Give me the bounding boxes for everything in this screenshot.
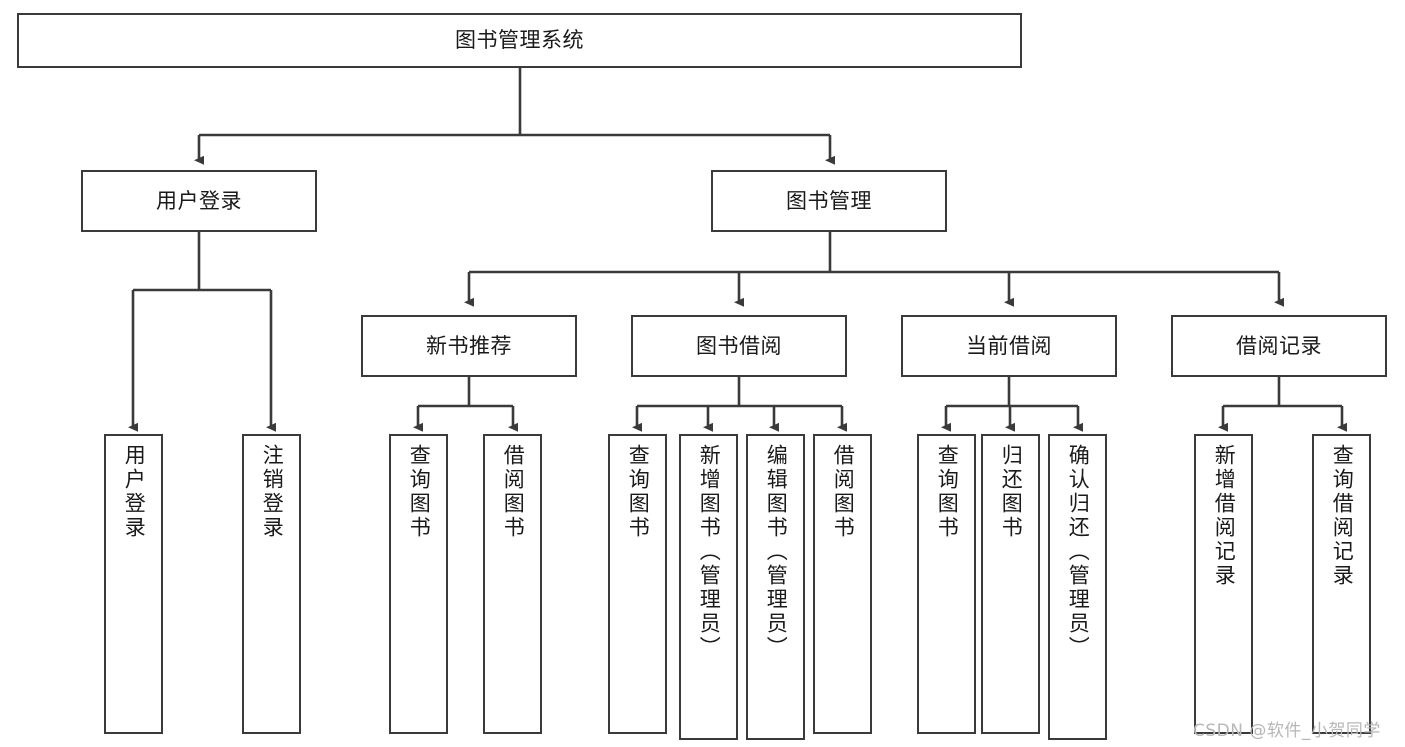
node-label: 借阅记录 (1236, 333, 1322, 358)
node-leaf-add-book-admin[interactable]: 新增图书（管理员） (679, 434, 738, 740)
node-leaf-borrow-book[interactable]: 借阅图书 (813, 434, 872, 734)
node-label: 编辑图书（管理员） (764, 444, 789, 660)
node-borrow-record[interactable]: 借阅记录 (1171, 315, 1387, 377)
node-book-borrow[interactable]: 图书借阅 (631, 315, 847, 377)
node-leaf-query-book-current[interactable]: 查询图书 (917, 434, 976, 734)
node-leaf-logout[interactable]: 注销登录 (242, 434, 301, 734)
node-label: 查询借阅记录 (1330, 444, 1355, 588)
node-label: 借阅图书 (501, 444, 526, 540)
node-label: 查询图书 (626, 444, 651, 540)
node-leaf-query-book-borrow[interactable]: 查询图书 (608, 434, 667, 734)
node-book-manage[interactable]: 图书管理 (711, 170, 947, 232)
node-leaf-edit-book-admin[interactable]: 编辑图书（管理员） (746, 434, 805, 740)
node-label: 确认归还（管理员） (1066, 444, 1091, 660)
node-leaf-confirm-return-admin[interactable]: 确认归还（管理员） (1048, 434, 1107, 740)
node-label: 查询图书 (935, 444, 960, 540)
node-label: 当前借阅 (966, 333, 1052, 358)
node-user-login[interactable]: 用户登录 (81, 170, 317, 232)
node-root-system[interactable]: 图书管理系统 (17, 13, 1022, 68)
node-current-borrow[interactable]: 当前借阅 (901, 315, 1117, 377)
node-label: 借阅图书 (831, 444, 856, 540)
node-new-book-recommend[interactable]: 新书推荐 (361, 315, 577, 377)
node-label: 用户登录 (122, 444, 147, 540)
node-leaf-return-book[interactable]: 归还图书 (981, 434, 1040, 734)
node-label: 图书借阅 (696, 333, 782, 358)
node-label: 新书推荐 (426, 333, 512, 358)
node-label: 新增图书（管理员） (697, 444, 722, 660)
node-label: 注销登录 (260, 444, 285, 540)
node-label: 归还图书 (999, 444, 1024, 540)
node-leaf-borrow-book-recommend[interactable]: 借阅图书 (483, 434, 542, 734)
node-leaf-user-login[interactable]: 用户登录 (104, 434, 163, 734)
node-label: 查询图书 (407, 444, 432, 540)
node-leaf-add-borrow-record[interactable]: 新增借阅记录 (1194, 434, 1253, 734)
node-leaf-query-borrow-record[interactable]: 查询借阅记录 (1312, 434, 1371, 734)
node-label: 图书管理系统 (455, 28, 584, 53)
node-label: 用户登录 (156, 188, 242, 213)
node-label: 图书管理 (786, 188, 872, 213)
node-leaf-query-book-recommend[interactable]: 查询图书 (389, 434, 448, 734)
node-label: 新增借阅记录 (1212, 444, 1237, 588)
watermark-text: CSDN @软件_小贺同学 (1193, 721, 1381, 741)
